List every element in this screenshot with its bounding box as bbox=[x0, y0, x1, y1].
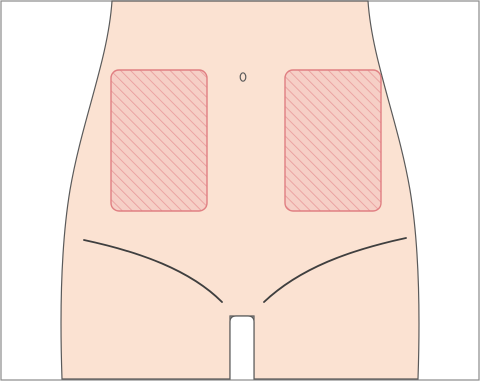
crotch-gap bbox=[230, 316, 254, 379]
patch-area-right bbox=[285, 70, 381, 211]
patch-area-left bbox=[111, 70, 207, 211]
